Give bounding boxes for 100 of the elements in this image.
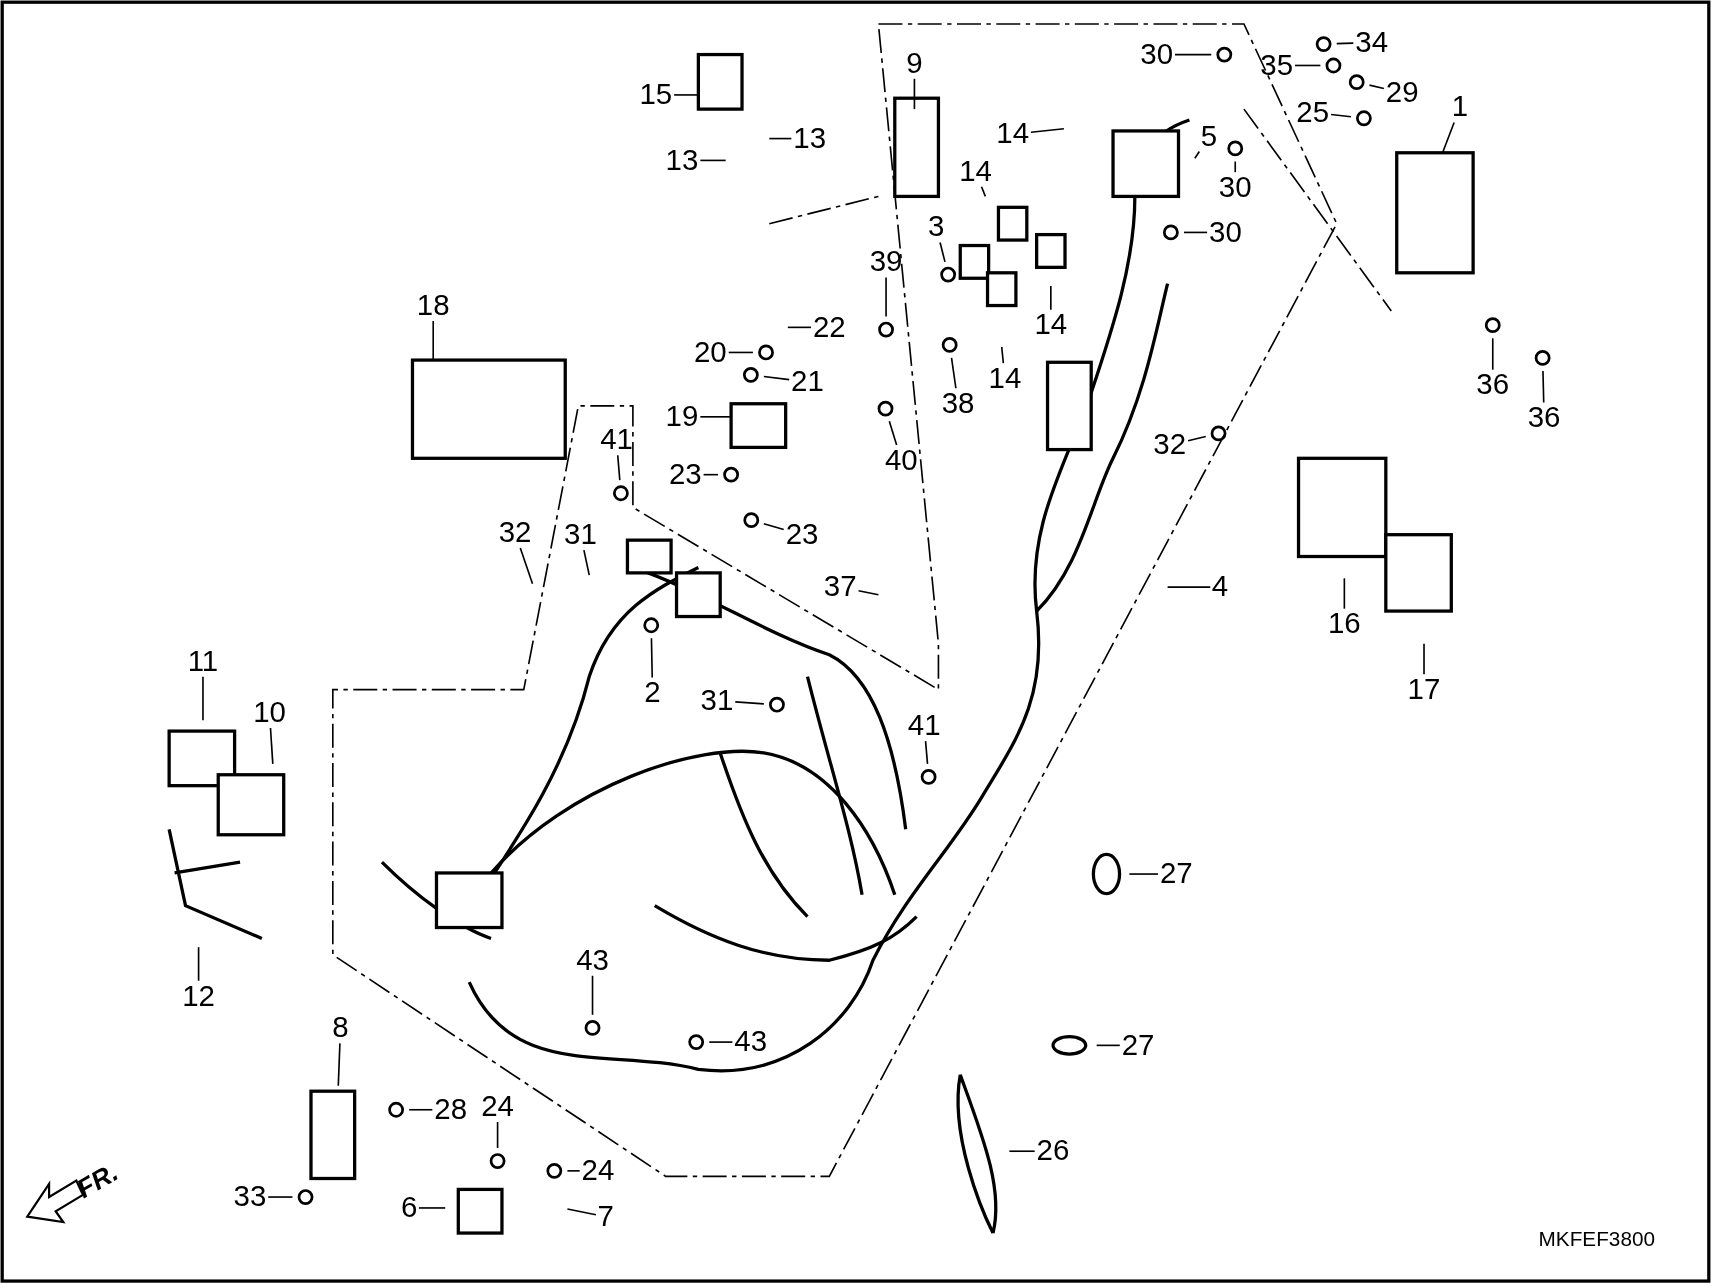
- leader-line: [197, 946, 200, 982]
- callout-number: 12: [181, 981, 217, 1011]
- leader-line: [616, 454, 621, 481]
- callout-number: 28: [433, 1095, 469, 1125]
- callout-number: 3: [926, 212, 946, 242]
- leader-line: [267, 1196, 294, 1198]
- leader-line: [1234, 160, 1237, 173]
- leader-line: [950, 357, 957, 390]
- leader-line: [763, 375, 790, 381]
- leader-line: [1294, 64, 1322, 67]
- leader-line: [337, 1042, 341, 1087]
- leader-line: [202, 675, 204, 721]
- callout-number: 20: [692, 337, 728, 368]
- leader-line: [924, 740, 929, 765]
- leader-line: [591, 974, 594, 1016]
- callout-number: 31: [563, 519, 598, 550]
- callout-number: 23: [667, 459, 703, 490]
- callout-number: 40: [883, 445, 919, 476]
- callout-number: 26: [1035, 1136, 1071, 1166]
- callout-number: 5: [1199, 121, 1219, 152]
- callout-number: 6: [399, 1193, 419, 1223]
- callout-number: 14: [1033, 310, 1069, 340]
- leader-line: [1423, 643, 1425, 675]
- leader-line: [734, 701, 765, 705]
- leader-line: [708, 1041, 734, 1043]
- callout-number: 21: [790, 367, 825, 397]
- leader-line: [857, 589, 880, 596]
- leader-line: [888, 420, 898, 446]
- callout-number: 17: [1406, 674, 1442, 705]
- leader-line: [980, 186, 987, 198]
- leader-line: [1335, 42, 1355, 45]
- callout-number: 43: [733, 1027, 769, 1057]
- callout-number: 29: [1384, 78, 1420, 108]
- leader-line: [650, 637, 654, 679]
- callout-number: 24: [580, 1156, 616, 1186]
- callout-number: 1: [1450, 92, 1470, 122]
- callout-number: 14: [995, 119, 1031, 149]
- callout-number: 13: [792, 123, 828, 154]
- callout-number: 2: [643, 678, 662, 708]
- leader-line: [1008, 1150, 1036, 1153]
- callout-number: 43: [575, 945, 610, 975]
- leader-line: [1095, 1044, 1121, 1047]
- callout-number: 16: [1326, 609, 1362, 639]
- front-direction-label: FR.: [71, 1156, 124, 1205]
- leader-line: [583, 549, 591, 576]
- callout-number: 31: [699, 685, 735, 716]
- callout-number: 14: [958, 156, 993, 187]
- leader-line: [699, 159, 727, 162]
- callout-number: 33: [232, 1182, 268, 1212]
- leader-line: [432, 320, 435, 361]
- leader-line: [1000, 346, 1005, 364]
- leader-line: [519, 547, 534, 585]
- leader-line: [566, 1208, 597, 1216]
- callout-number: 11: [186, 646, 220, 676]
- leader-line: [269, 727, 274, 765]
- leader-line: [787, 326, 812, 329]
- callout-number: 18: [415, 290, 451, 321]
- leader-line: [913, 77, 916, 110]
- callout-number: 13: [664, 145, 700, 176]
- leader-line: [1128, 873, 1159, 875]
- leader-line: [1166, 586, 1212, 588]
- leader-line: [496, 1121, 499, 1149]
- leader-line: [768, 137, 793, 140]
- callout-number: 27: [1158, 859, 1194, 889]
- callout-number: 14: [987, 363, 1023, 394]
- callout-number: 10: [252, 697, 287, 728]
- callout-number: 9: [905, 48, 924, 78]
- leader-line: [1174, 53, 1213, 56]
- leader-line: [418, 1207, 447, 1209]
- leader-line: [702, 473, 719, 476]
- callout-number: 34: [1354, 27, 1390, 58]
- callout-number: 32: [497, 517, 533, 548]
- leader-line: [1050, 285, 1052, 311]
- leader-line: [673, 94, 700, 96]
- callout-number: 39: [868, 247, 904, 277]
- callout-number: 7: [596, 1201, 615, 1232]
- callout-number: 25: [1295, 97, 1331, 128]
- callout-number: 36: [1526, 403, 1562, 433]
- callout-number: 35: [1259, 50, 1295, 81]
- callout-number: 19: [664, 402, 700, 432]
- callout-number: 30: [1217, 172, 1253, 203]
- callout-number: 38: [940, 389, 976, 419]
- leader-line: [1183, 231, 1208, 234]
- leader-line: [763, 522, 785, 531]
- callout-number: 32: [1152, 430, 1188, 460]
- callout-number: 8: [331, 1013, 350, 1043]
- leader-line: [1368, 84, 1385, 90]
- leader-line: [1194, 150, 1201, 160]
- callout-number: 41: [599, 425, 634, 455]
- leader-line: [699, 416, 732, 418]
- leader-line: [727, 351, 754, 354]
- callout-number: 24: [480, 1091, 516, 1122]
- leader-line: [408, 1108, 434, 1111]
- leader-line: [1491, 337, 1494, 371]
- leader-line: [1330, 113, 1352, 118]
- leader-line: [1441, 121, 1455, 154]
- leader-line: [1542, 370, 1545, 404]
- callout-number: 36: [1475, 370, 1511, 400]
- leader-line: [566, 1170, 581, 1172]
- callout-number: 22: [811, 312, 847, 343]
